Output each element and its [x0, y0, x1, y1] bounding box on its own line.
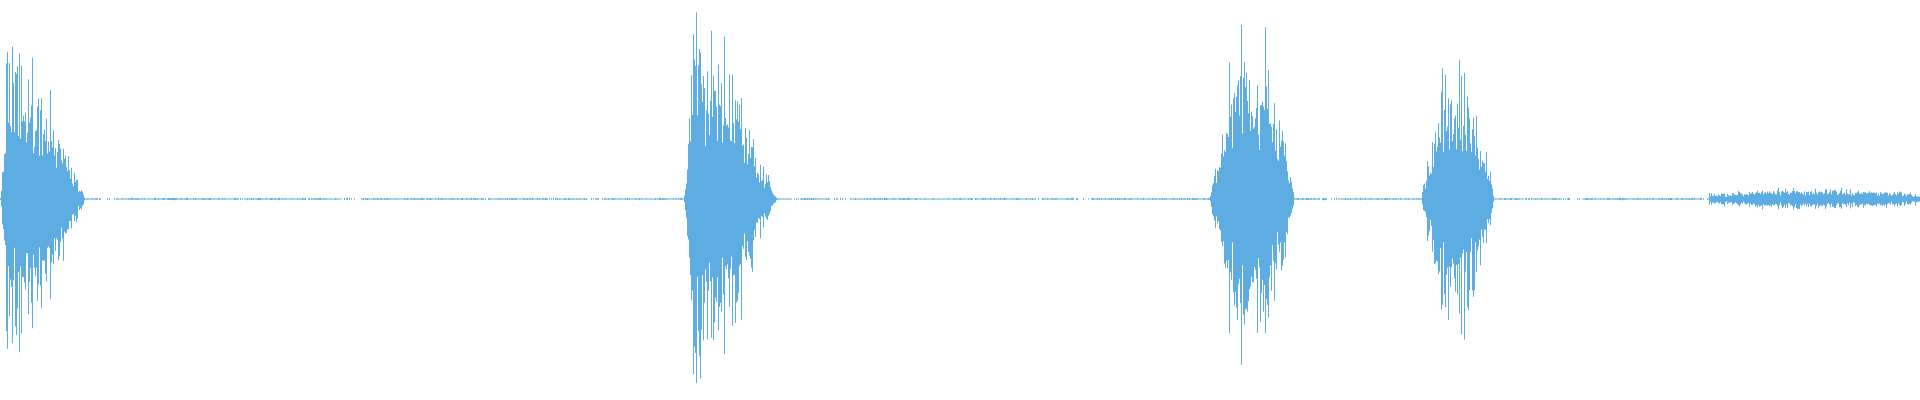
- waveform-samples: [0, 12, 1920, 384]
